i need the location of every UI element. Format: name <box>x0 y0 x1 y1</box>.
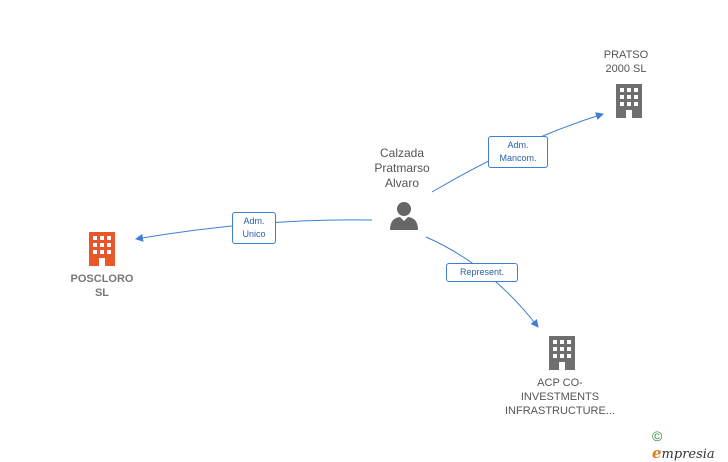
brand-logo: empresia <box>652 444 715 462</box>
pratso-label-line: PRATSO <box>603 49 649 61</box>
poscloro-label[interactable]: POSCLORO SL <box>52 272 152 300</box>
poscloro-label-line: POSCLORO <box>70 273 134 285</box>
person-icon[interactable] <box>389 201 419 230</box>
edge-label-poscloro: Adm. Unico <box>232 212 276 244</box>
building-icon-poscloro[interactable] <box>86 232 118 266</box>
edge-label-line: Unico <box>242 229 266 239</box>
acp-label-line: INVESTMENTS <box>520 391 600 403</box>
brand-logo-text: mpresia <box>661 447 715 462</box>
footer-brand[interactable]: © empresia <box>652 428 728 462</box>
building-icon-pratso[interactable] <box>613 84 645 118</box>
person-name-line: Calzada <box>379 146 425 160</box>
person-name-line: Alvaro <box>384 176 419 190</box>
edge-label-line: Mancom. <box>499 153 537 163</box>
acp-label-line: ACP CO- <box>537 377 583 389</box>
edge-label-acp: Represent. <box>446 263 518 282</box>
edge-label-line: Adm. <box>243 216 265 226</box>
person-name-line: Pratmarso <box>374 161 430 175</box>
edge-label-line: Represent. <box>459 267 505 277</box>
person-name-label[interactable]: Calzada Pratmarso Alvaro <box>352 146 452 191</box>
pratso-label-line: 2000 SL <box>605 63 647 75</box>
copyright-icon: © <box>652 428 663 444</box>
edge-label-line: Adm. <box>507 140 529 150</box>
poscloro-label-line: SL <box>94 287 110 299</box>
pratso-label[interactable]: PRATSO 2000 SL <box>586 48 666 76</box>
edge-to-acp <box>425 236 539 328</box>
building-icon-acp[interactable] <box>546 336 578 370</box>
acp-label-line: INFRASTRUCTURE... <box>505 405 615 417</box>
edge-label-pratso: Adm. Mancom. <box>488 136 548 168</box>
acp-label[interactable]: ACP CO- INVESTMENTS INFRASTRUCTURE... <box>490 376 630 418</box>
brand-logo-initial: e <box>652 444 662 462</box>
